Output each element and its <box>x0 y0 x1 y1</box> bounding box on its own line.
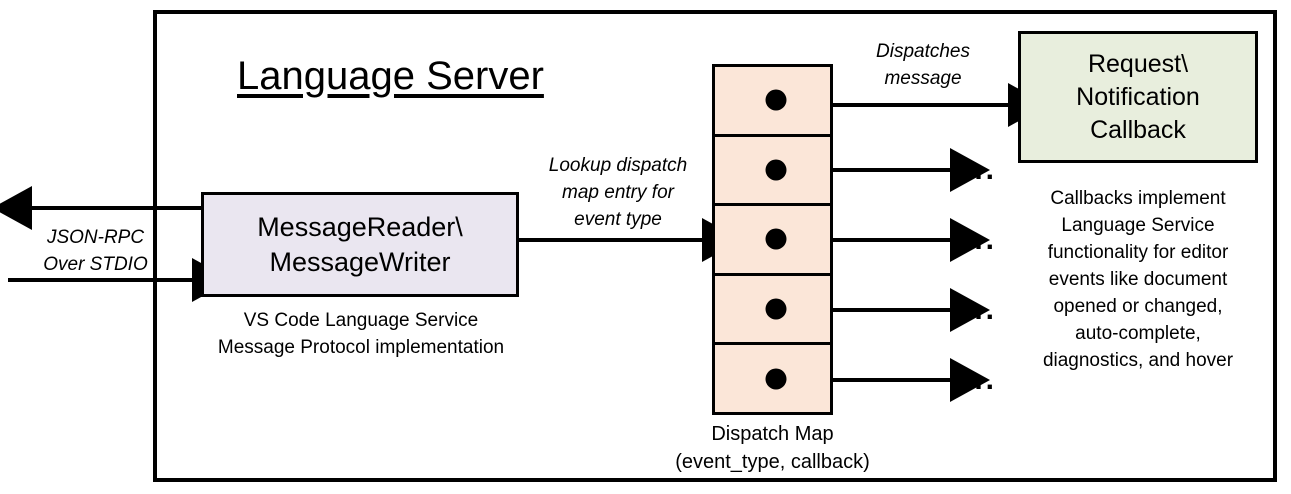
dispatch-map-caption-line-2: (event_type, callback) <box>675 451 870 473</box>
dispatch-row-4-ellipsis: ... <box>963 293 998 326</box>
lookup-label-line-1: Lookup dispatch <box>548 155 688 176</box>
callback-dot-icon <box>765 298 787 320</box>
dispatches-message-edge-label: Dispatches message <box>833 38 1013 92</box>
lookup-label-line-3: event type <box>574 209 662 230</box>
lookup-label-line-2: map entry for <box>562 182 674 203</box>
message-reader-writer-caption: VS Code Language Service Message Protoco… <box>196 307 526 361</box>
dispatch-map-row[interactable] <box>715 276 830 346</box>
callback-line-1: Request\ <box>1087 49 1189 78</box>
callback-line-3: Callback <box>1090 115 1186 144</box>
dispatch-map-row[interactable] <box>715 67 830 137</box>
dispatch-row-3-ellipsis: ... <box>963 223 998 256</box>
callback-dot-icon <box>765 89 787 111</box>
dispatch-label-line-1: Dispatches <box>876 41 970 62</box>
callback-dot-icon <box>765 228 787 250</box>
dispatch-map-caption: Dispatch Map (event_type, callback) <box>655 420 890 476</box>
callback-caption-line-1: Callbacks implement <box>1050 188 1226 209</box>
dispatch-map-table[interactable] <box>712 64 833 415</box>
dispatch-map-row[interactable] <box>715 345 830 412</box>
dispatch-map-row[interactable] <box>715 206 830 276</box>
jsonrpc-label-line-2: Over STDIO <box>43 254 148 275</box>
dispatch-row-5-ellipsis: ... <box>963 363 998 396</box>
callback-dot-icon <box>765 368 787 390</box>
lookup-dispatch-edge-label: Lookup dispatch map entry for event type <box>518 152 718 233</box>
callback-dot-icon <box>765 159 787 181</box>
dispatch-row-2-ellipsis: ... <box>963 153 998 186</box>
page-title: Language Server <box>237 54 544 98</box>
language-server-boundary <box>153 10 1277 482</box>
callback-caption-line-2: Language Service <box>1061 215 1215 236</box>
request-notification-callback-box[interactable]: Request\ Notification Callback <box>1018 31 1258 163</box>
message-io-caption-line-1: VS Code Language Service <box>243 310 479 331</box>
callback-caption-line-4: events like document <box>1048 269 1228 290</box>
callback-caption-line-6: auto-complete, <box>1075 323 1201 344</box>
callback-caption-line-7: diagnostics, and hover <box>1042 350 1234 371</box>
dispatch-label-line-2: message <box>884 68 962 89</box>
callback-description-caption: Callbacks implement Language Service fun… <box>1008 185 1268 374</box>
message-io-line-2: MessageWriter <box>269 246 451 277</box>
callback-line-2: Notification <box>1076 82 1200 111</box>
message-io-caption-line-2: Message Protocol implementation <box>217 337 505 358</box>
callback-caption-line-5: opened or changed, <box>1053 296 1223 317</box>
jsonrpc-label-line-1: JSON-RPC <box>46 227 145 248</box>
message-io-line-1: MessageReader\ <box>257 211 463 242</box>
dispatch-map-row[interactable] <box>715 137 830 207</box>
dispatch-map-caption-line-1: Dispatch Map <box>711 423 834 445</box>
callback-caption-line-3: functionality for editor <box>1047 242 1229 263</box>
message-reader-writer-box[interactable]: MessageReader\ MessageWriter <box>201 192 519 297</box>
jsonrpc-transport-label: JSON-RPC Over STDIO <box>28 224 163 278</box>
